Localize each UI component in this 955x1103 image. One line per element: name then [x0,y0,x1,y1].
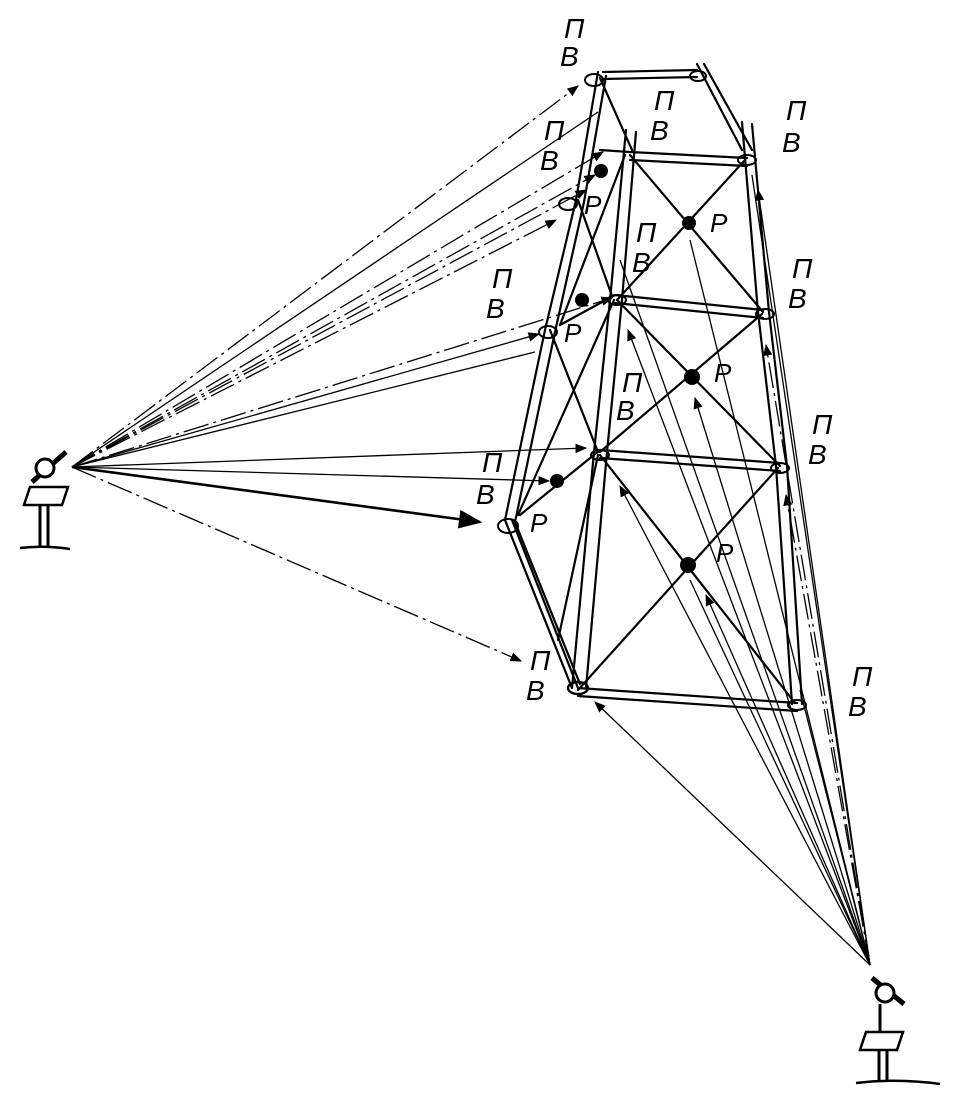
station-labels: П В П В П В П В П В П В П В П В П В П В … [476,13,873,722]
point-l2 [575,293,589,307]
tower-leg-left-outer [503,70,600,690]
label-r: Р [716,538,734,568]
brace-l2b [558,153,627,327]
point-r3 [680,557,696,573]
label-v: В [632,247,651,278]
point-labels: Р Р Р Р Р Р [530,190,734,568]
label-v: В [788,283,807,314]
joint-collars [497,70,807,711]
rays-left-observer [71,85,614,662]
brace-l4a [510,518,580,690]
label-p: П [636,217,657,248]
label-r: Р [710,208,728,238]
ring-2 [558,293,765,327]
label-v: В [486,293,505,324]
label-v: В [782,127,801,158]
tower-leg-back [695,62,744,152]
label-p: П [792,253,813,284]
label-v: В [526,675,545,706]
ring-2-b [613,301,765,320]
brace-r2b [598,312,764,454]
tower-leg-front-left [570,128,628,690]
label-r: Р [530,508,548,538]
brace-r1a [628,153,765,314]
label-r: Р [564,318,582,348]
ring-top-b [601,75,699,81]
tower-leg-right-b [750,122,804,706]
ring-1 [598,148,749,160]
label-p: П [786,95,807,126]
label-v: В [560,41,579,72]
brace-l1a [598,76,634,152]
brace-l3b [516,298,616,517]
ring-bottom-b [576,694,799,713]
label-v: В [476,479,495,510]
tower-leg-left-outer-b [513,74,608,686]
label-p: П [492,263,513,294]
label-p: П [482,447,503,478]
tower-leg-right [740,120,794,706]
label-v: В [848,691,867,722]
label-r: Р [584,190,602,220]
ring-1-b [628,158,749,168]
label-p: П [654,85,675,116]
ring-3-b [598,456,782,473]
label-v: В [540,145,559,176]
left-observer [19,450,71,551]
label-p: П [564,13,585,44]
label-p: П [622,367,643,398]
intersection-points [550,164,700,573]
label-p: П [852,661,873,692]
point-r2 [684,369,700,385]
brace-r3b [576,466,780,692]
rays-right-observer [594,174,871,966]
label-p: П [530,645,551,676]
label-p: П [544,115,565,146]
brace-r1b [615,158,747,302]
tower-structure [497,62,807,713]
point-l3 [550,474,564,488]
label-v: В [616,395,635,426]
label-v: В [808,439,827,470]
brace-l2a [576,198,614,298]
tower-leg-front-left-b [584,130,638,690]
point-r1 [682,216,696,230]
brace-r3a [598,453,797,705]
point-l1 [594,164,608,178]
label-r: Р [714,358,732,388]
ring-top [601,68,699,74]
right-observer [855,976,941,1086]
label-p: П [812,409,833,440]
brace-l4b [556,453,600,642]
ring-bottom [576,686,799,705]
label-v: В [650,115,669,146]
tower-leg-back-b [702,62,754,152]
